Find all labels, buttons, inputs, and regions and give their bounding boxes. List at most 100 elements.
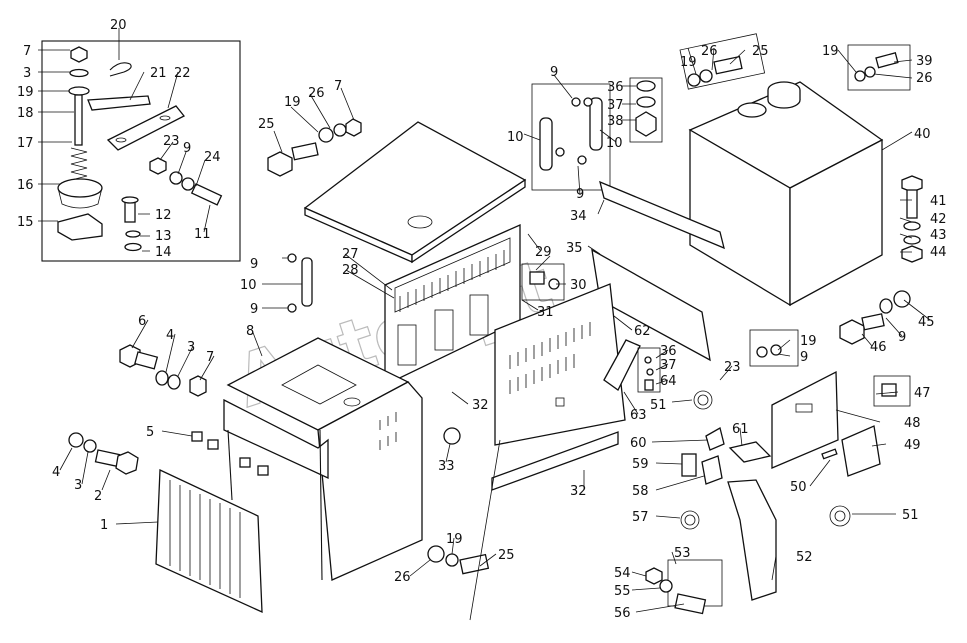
callout-20: 20 xyxy=(110,18,127,33)
bolt-set-right xyxy=(847,44,911,91)
callout-10: 10 xyxy=(606,136,623,151)
callout-12: 12 xyxy=(155,208,172,223)
callout-39: 39 xyxy=(916,54,933,69)
callout-9: 9 xyxy=(576,187,584,202)
callout-47: 47 xyxy=(914,386,931,401)
callout-19: 19 xyxy=(680,55,697,70)
callout-2: 2 xyxy=(94,489,102,504)
bolt-set-2 xyxy=(68,432,139,475)
callout-25: 25 xyxy=(258,117,275,132)
fuel-tank xyxy=(688,81,884,307)
callout-26: 26 xyxy=(394,570,411,585)
bolt-set-6 xyxy=(119,344,207,397)
callout-30: 30 xyxy=(570,278,587,293)
callout-14: 14 xyxy=(155,245,172,260)
callout-52: 52 xyxy=(796,550,813,565)
callout-50: 50 xyxy=(790,480,807,495)
callout-32: 32 xyxy=(472,398,489,413)
callout-7: 7 xyxy=(206,350,214,365)
callout-19: 19 xyxy=(822,44,839,59)
hinge-parts-64 xyxy=(637,347,661,393)
bracket-58-59 xyxy=(681,453,723,485)
bracket-60-61 xyxy=(705,427,772,463)
callout-56: 56 xyxy=(614,606,631,621)
pin-50-spring-51 xyxy=(821,448,851,527)
callout-25: 25 xyxy=(752,44,769,59)
callout-45: 45 xyxy=(918,315,935,330)
callout-43: 43 xyxy=(930,228,947,243)
callout-40: 40 xyxy=(914,127,931,142)
callout-6: 6 xyxy=(138,314,146,329)
callout-37: 37 xyxy=(607,98,624,113)
callout-22: 22 xyxy=(174,66,191,81)
bolt-set-45-46 xyxy=(839,290,911,345)
callout-62: 62 xyxy=(634,324,651,339)
arm-52 xyxy=(727,479,777,601)
callout-49: 49 xyxy=(904,438,921,453)
callout-46: 46 xyxy=(870,340,887,355)
callout-17: 17 xyxy=(17,136,34,151)
callout-60: 60 xyxy=(630,436,647,451)
battery-box-8 xyxy=(223,337,423,581)
callout-3: 3 xyxy=(187,340,195,355)
bolt-47 xyxy=(873,375,911,407)
callout-64: 64 xyxy=(660,374,677,389)
callout-54: 54 xyxy=(614,566,631,581)
clamps-5 xyxy=(191,431,269,476)
callout-4: 4 xyxy=(52,465,60,480)
bolt-set-bottom xyxy=(427,545,490,575)
callout-7: 7 xyxy=(23,44,31,59)
bolt-set-top-cover xyxy=(267,118,362,177)
callout-58: 58 xyxy=(632,484,649,499)
callout-25: 25 xyxy=(498,548,515,563)
tank-bracket xyxy=(599,180,725,250)
leader-lines xyxy=(38,28,931,621)
callout-32: 32 xyxy=(570,484,587,499)
side-panel-35 xyxy=(591,248,711,362)
bolt-set-41-44 xyxy=(901,175,923,263)
callout-8: 8 xyxy=(246,324,254,339)
callout-19: 19 xyxy=(17,85,34,100)
callout-10: 10 xyxy=(507,130,524,145)
callout-labels: 7 3 19 18 17 16 15 20 21 22 23 9 24 11 1… xyxy=(17,18,947,621)
bolt-set-53-56 xyxy=(645,559,723,615)
callout-35: 35 xyxy=(566,241,583,256)
callout-9: 9 xyxy=(898,330,906,345)
cover-49 xyxy=(841,425,881,477)
callout-61: 61 xyxy=(732,422,749,437)
bolt-set-tank-top xyxy=(679,33,766,90)
callout-26: 26 xyxy=(308,86,325,101)
callout-18: 18 xyxy=(17,106,34,121)
callout-9: 9 xyxy=(800,350,808,365)
callout-51: 51 xyxy=(902,508,919,523)
callout-9: 9 xyxy=(250,257,258,272)
callout-26: 26 xyxy=(701,44,718,59)
top-cover-panel xyxy=(303,121,527,264)
callout-44: 44 xyxy=(930,245,947,260)
washer-set-19-9 xyxy=(749,329,799,367)
callout-11: 11 xyxy=(194,227,211,242)
callout-15: 15 xyxy=(17,215,34,230)
callout-38: 38 xyxy=(607,114,624,129)
callout-28: 28 xyxy=(342,263,359,278)
callout-63: 63 xyxy=(630,408,647,423)
callout-3: 3 xyxy=(74,478,82,493)
guard-grille-1 xyxy=(155,468,263,614)
callout-31: 31 xyxy=(537,305,554,320)
mount-detail-inset xyxy=(41,40,241,262)
callout-16: 16 xyxy=(17,178,34,193)
callout-13: 13 xyxy=(155,229,172,244)
mount-plate-48 xyxy=(771,370,839,469)
callout-9: 9 xyxy=(250,302,258,317)
callout-19: 19 xyxy=(284,95,301,110)
callout-42: 42 xyxy=(930,212,947,227)
spring-57 xyxy=(680,510,700,530)
callout-53: 53 xyxy=(674,546,691,561)
bolt-set-29-30 xyxy=(521,263,565,301)
callout-59: 59 xyxy=(632,457,649,472)
callout-41: 41 xyxy=(930,194,947,209)
bolt-33 xyxy=(443,427,461,445)
callout-21: 21 xyxy=(150,66,167,81)
callout-19: 19 xyxy=(800,334,817,349)
